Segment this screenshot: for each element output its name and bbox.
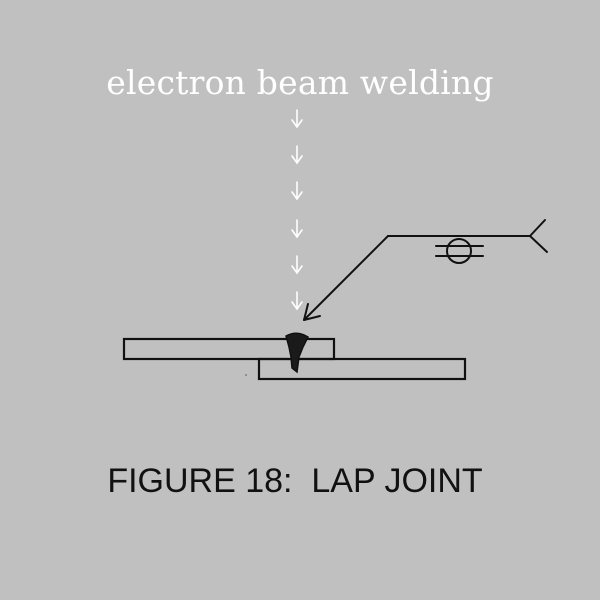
upper-plate	[122, 337, 336, 361]
beam-label: electron beam welding	[106, 63, 494, 102]
speck-mark	[245, 374, 247, 376]
beam-arrow	[291, 255, 303, 275]
lower-plate	[257, 357, 467, 381]
figure-caption: FIGURE 18: LAP JOINT	[107, 462, 483, 500]
tail-symbol	[529, 219, 548, 253]
beam-arrow	[291, 291, 303, 311]
beam-arrow	[291, 145, 303, 165]
weld-bead	[285, 332, 309, 374]
beam-arrow	[291, 219, 303, 239]
electron-beam-arrows	[291, 109, 303, 311]
welding-symbol	[303, 219, 548, 321]
lap-joint-plates	[122, 337, 467, 381]
seam-weld-circle-icon	[446, 238, 472, 264]
beam-arrow	[291, 109, 303, 129]
beam-arrow	[291, 181, 303, 201]
arrow-leader-line	[303, 235, 389, 321]
arrow-head	[303, 303, 321, 321]
